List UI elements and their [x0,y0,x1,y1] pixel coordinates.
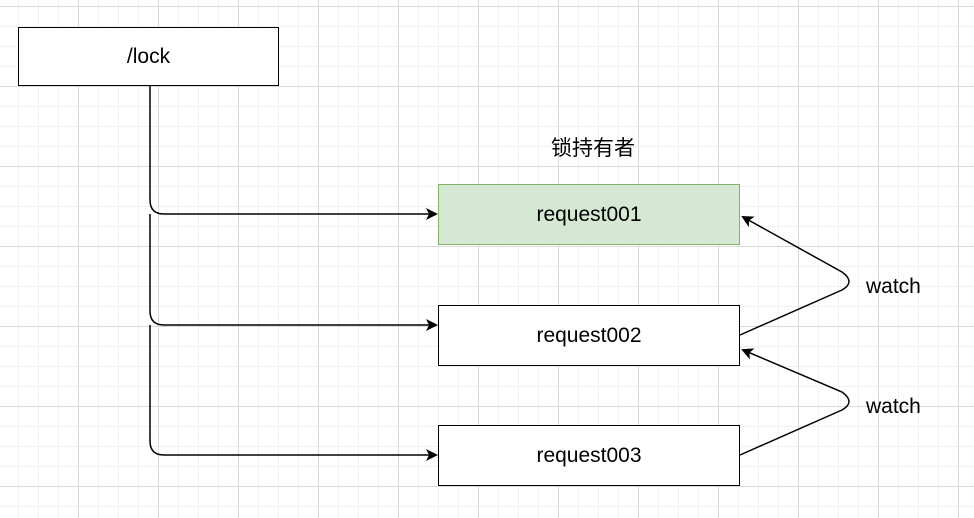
request002-label: request002 [536,323,642,347]
lock-node: /lock [18,27,279,86]
lock-node-label: /lock [126,44,171,68]
edge-lock-to-request002 [149,214,438,331]
watch-label-1: watch [866,275,921,298]
request001-label: request001 [536,202,642,226]
lock-holder-caption: 锁持有者 [551,136,635,160]
edge-lock-to-request001 [149,86,438,220]
request003-label: request003 [536,443,642,467]
watch-edge-request002-to-request001 [739,216,850,336]
watch-label-2: watch [866,395,921,418]
request002-node: request002 [438,305,740,366]
watch-edge-request003-to-request002 [739,348,850,456]
request001-node: request001 [438,184,740,245]
request003-node: request003 [438,425,740,486]
edge-lock-to-request003 [149,325,438,461]
